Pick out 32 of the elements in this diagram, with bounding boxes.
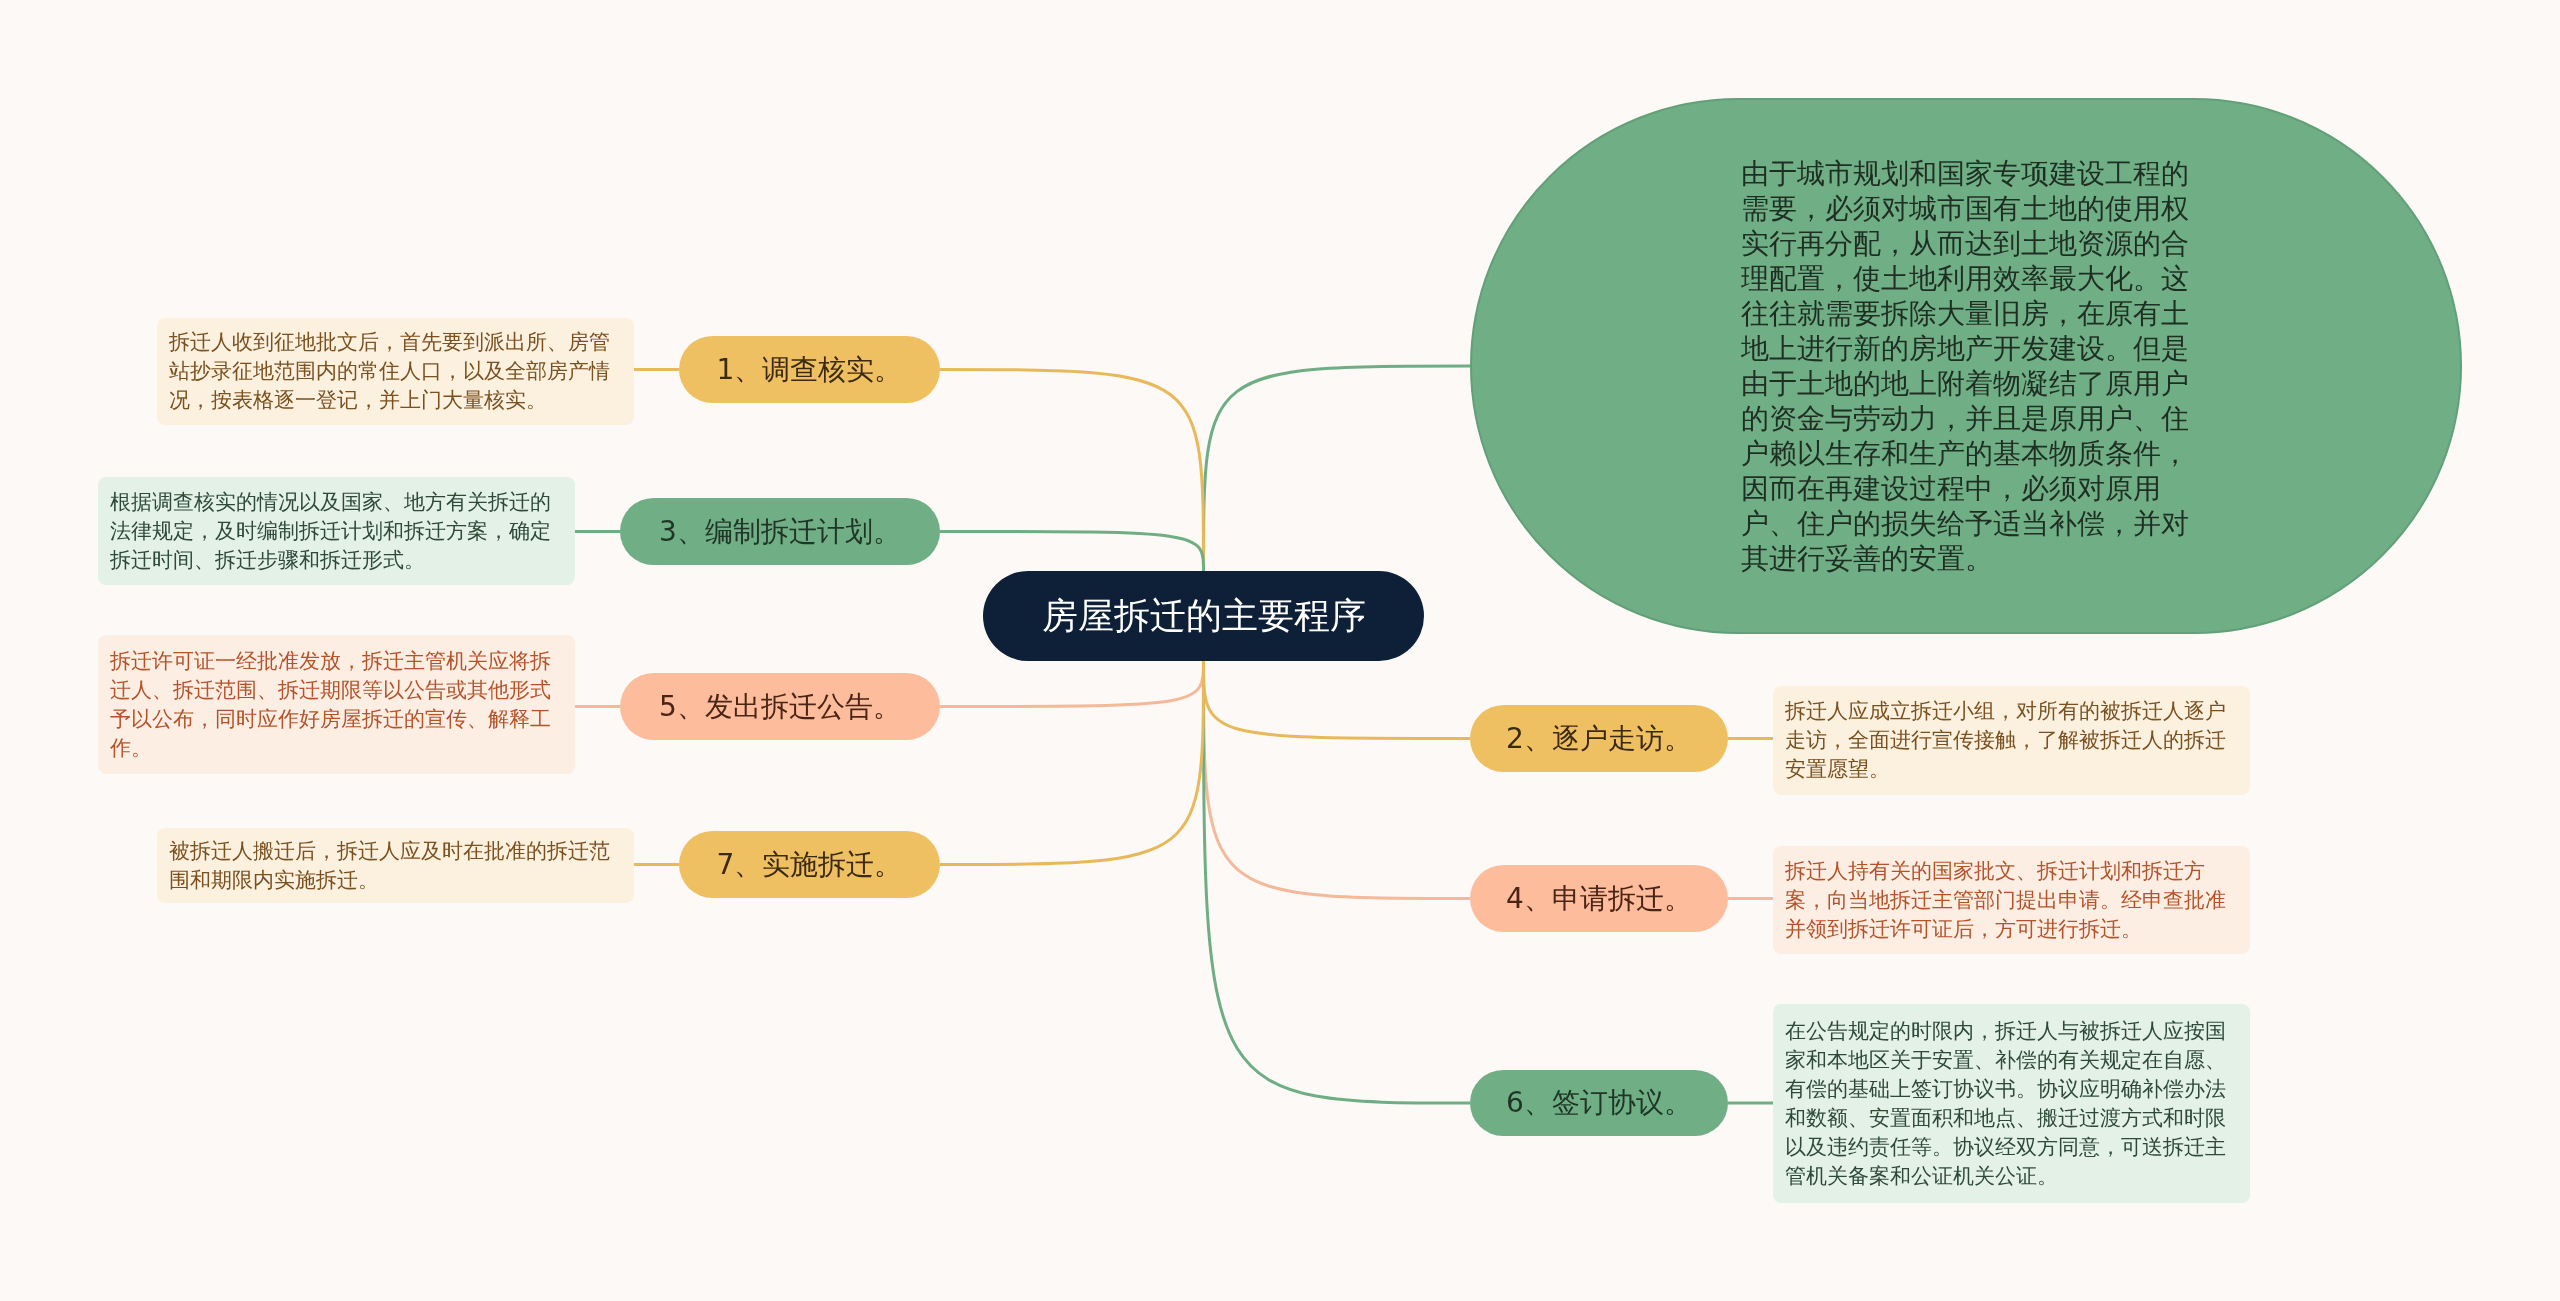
note-text: 拆迁人应成立拆迁小组，对所有的被拆迁人逐户走访，全面进行宣传接触，了解被拆迁人的拆迁安置愿望。 <box>1785 698 2227 783</box>
connector-line <box>940 530 1205 572</box>
note-card <box>1773 1004 2250 1203</box>
topic-label: 5、发出拆迁公告。 <box>659 688 901 725</box>
connector-line <box>575 705 620 708</box>
topic-label: 2、逐户走访。 <box>1506 720 1692 757</box>
connector-line <box>1728 897 1773 900</box>
note-text: 拆迁人收到征地批文后，首先要到派出所、房管站抄录征地范围内的常住人口，以及全部房产情况，按表格逐一登记，并上门大量核实。 <box>169 329 611 414</box>
note-card <box>98 635 575 774</box>
note-card <box>98 477 575 585</box>
note-text: 根据调查核实的情况以及国家、地方有关拆迁的法律规定，及时编制拆迁计划和拆迁方案，确定拆迁时间、拆迁步骤和拆迁形式。 <box>110 488 552 574</box>
note-card <box>157 828 634 903</box>
connector-line <box>1728 1101 1773 1105</box>
topic-label: 6、签订协议。 <box>1506 1085 1692 1121</box>
connector-line <box>1728 737 1773 740</box>
connector-line <box>575 530 620 533</box>
note-card <box>1773 846 2250 954</box>
topic-label: 1、调查核实。 <box>716 351 903 388</box>
connector-line <box>634 368 679 371</box>
description-text: 由于城市规划和国家专项建设工程的需要，必须对城市国有土地的使用权实行再分配，从而达到土地资源的合理配置，使土地利用效率最大化。这往往就需要拆除大量旧房，在原有土地上进行新的房地产开发建设。但是由于土地的地上附着物凝结了原用户的资金与劳动力，并且是原用户、住户赖以生存和生产的基本物质条件，因而在再建设过程中，必须对原用户、住户的损失给予适当补偿，并对其进行妥善的安置。 <box>1741 157 2189 575</box>
note-text: 在公告规定的时限内，拆迁人与被拆迁人应按国家和本地区关于安置、补偿的有关规定在自愿、有偿的基础上签订协议书。协议应明确补偿办法和数额、安置面积和地点、搬迁过渡方式和时限以及违约责任等。协议经双方同意，可送拆迁主管机关备案和公证机关公证。 <box>1785 1017 2227 1190</box>
topic-label: 4、申请拆迁。 <box>1506 880 1692 917</box>
note-card <box>1773 686 2250 795</box>
note-text: 拆迁人持有关的国家批文、拆迁计划和拆迁方案，向当地拆迁主管部门提出申请。经申查批准并领到拆迁许可证后，方可进行拆迁。 <box>1785 857 2227 943</box>
note-text: 被拆迁人搬迁后，拆迁人应及时在批准的拆迁范围和期限内实施拆迁。 <box>169 837 611 894</box>
connector-line <box>634 863 679 866</box>
topic-label: 3、编制拆迁计划。 <box>659 513 901 550</box>
central-topic-text: 房屋拆迁的主要程序 <box>1041 593 1366 638</box>
topic-label: 7、实施拆迁。 <box>716 846 903 883</box>
connector-line <box>940 661 1205 866</box>
note-card <box>157 318 634 425</box>
note-text: 拆迁许可证一经批准发放，拆迁主管机关应将拆迁人、拆迁范围、拆迁期限等以公告或其他形式予以公布，同时应作好房屋拆迁的宣传、解释工作。 <box>110 647 552 762</box>
